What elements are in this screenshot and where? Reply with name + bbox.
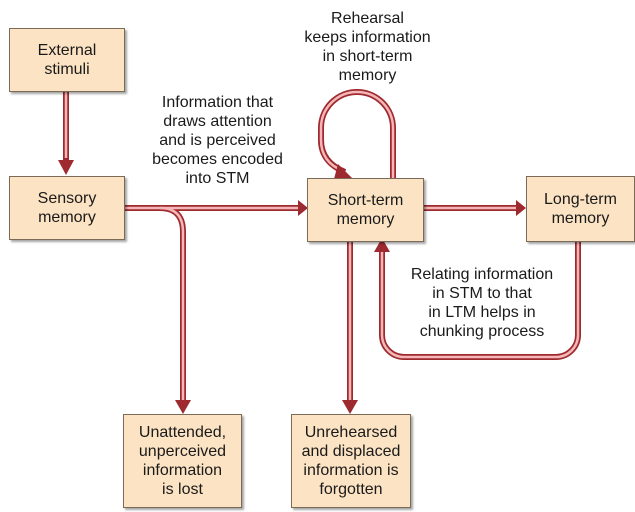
arrowhead-up-stm <box>374 238 390 252</box>
arrowhead-loop <box>334 164 352 179</box>
arrowhead-down-sensory <box>58 160 74 175</box>
arrow-sensory-to-unattended <box>159 205 186 402</box>
external-stimuli-box: External stimuli <box>9 28 125 92</box>
arrowhead-down-unrehearsed <box>342 400 358 414</box>
rehearsal-label: Rehearsal keeps information in short-ter… <box>304 10 431 84</box>
unattended-info-box: Unattended, unperceived information is l… <box>123 414 242 508</box>
short-term-memory-box: Short-term memory <box>307 178 424 242</box>
chunking-label: Relating information in STM to that in L… <box>410 266 554 340</box>
unrehearsed-info-box: Unrehearsed and displaced information is… <box>291 414 411 508</box>
encoding-label: Information that draws attention and is … <box>152 94 283 187</box>
arrowhead-right-ltm <box>516 200 526 216</box>
long-term-memory-box: Long-term memory <box>526 176 635 242</box>
arrowhead-right-stm <box>298 200 308 216</box>
sensory-memory-box: Sensory memory <box>9 176 125 240</box>
arrowhead-down-unattended <box>175 400 191 414</box>
